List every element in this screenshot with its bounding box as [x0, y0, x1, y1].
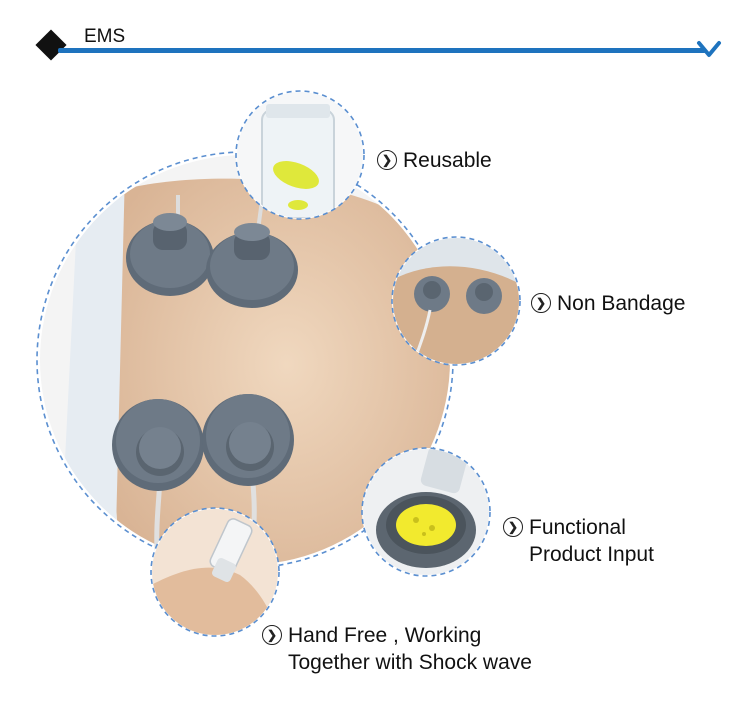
feature-reusable: ❯ Reusable	[377, 147, 492, 174]
feature-functional-product-input: ❯ Functional Product Input	[503, 514, 654, 568]
circle-chevron-right-icon: ❯	[377, 150, 397, 170]
functional-input-image	[361, 447, 491, 577]
circle-chevron-right-icon: ❯	[503, 517, 523, 537]
electrode-pad-bottom-left	[112, 399, 204, 601]
section-title: EMS	[84, 26, 126, 47]
hand-free-image	[150, 507, 280, 637]
circle-chevron-right-icon: ❯	[531, 293, 551, 313]
diamond-icon	[35, 29, 67, 61]
feature-label: Reusable	[403, 149, 492, 172]
electrode-pad-top-left	[126, 195, 214, 296]
section-header: EMS	[0, 0, 750, 80]
non-bandage-image	[391, 236, 521, 366]
feature-non-bandage: ❯ Non Bandage	[531, 290, 685, 317]
feature-hand-free: ❯ Hand Free , Working Together with Shoc…	[262, 622, 532, 676]
feature-label: Functional Product Input	[529, 516, 654, 566]
chevron-down-icon	[697, 41, 721, 57]
electrode-pad-top-right	[206, 199, 298, 308]
feature-label: Hand Free , Working Together with Shock …	[288, 624, 532, 674]
circle-chevron-right-icon: ❯	[262, 625, 282, 645]
feature-label: Non Bandage	[557, 292, 686, 315]
ems-electrode-diagram	[36, 90, 521, 637]
header-divider	[58, 48, 706, 53]
reusable-jar-image	[235, 90, 365, 220]
product-illustration	[0, 80, 750, 713]
